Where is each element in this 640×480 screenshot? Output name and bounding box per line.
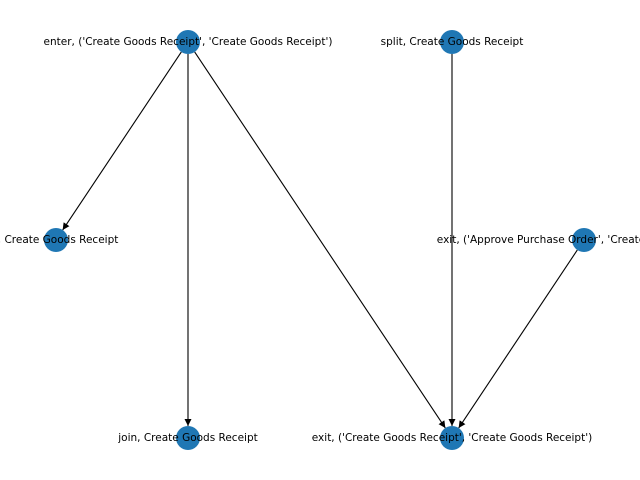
labels-layer: enter, ('Create Goods Receipt', 'Create …	[0, 36, 640, 444]
edges-layer	[62, 51, 578, 429]
node-exit_approve[interactable]	[572, 228, 596, 252]
node-label-exit_approve: exit, ('Approve Purchase Order', 'Create…	[437, 234, 640, 246]
node-enter[interactable]	[176, 30, 200, 54]
nodes-layer	[44, 30, 596, 450]
node-t[interactable]	[44, 228, 68, 252]
edge-enter-to-exit_create	[194, 51, 446, 429]
node-split[interactable]	[440, 30, 464, 54]
node-join[interactable]	[176, 426, 200, 450]
node-label-join: join, Create Goods Receipt	[117, 432, 258, 444]
edge-exit_approve-to-exit_create	[458, 249, 578, 429]
node-label-exit_create: exit, ('Create Goods Receipt', 'Create G…	[312, 432, 592, 444]
node-label-enter: enter, ('Create Goods Receipt', 'Create …	[44, 36, 333, 48]
node-label-split: split, Create Goods Receipt	[381, 36, 524, 48]
node-exit_create[interactable]	[440, 426, 464, 450]
node-label-t: t, Create Goods Receipt	[0, 234, 118, 246]
edge-enter-to-t	[62, 51, 182, 231]
